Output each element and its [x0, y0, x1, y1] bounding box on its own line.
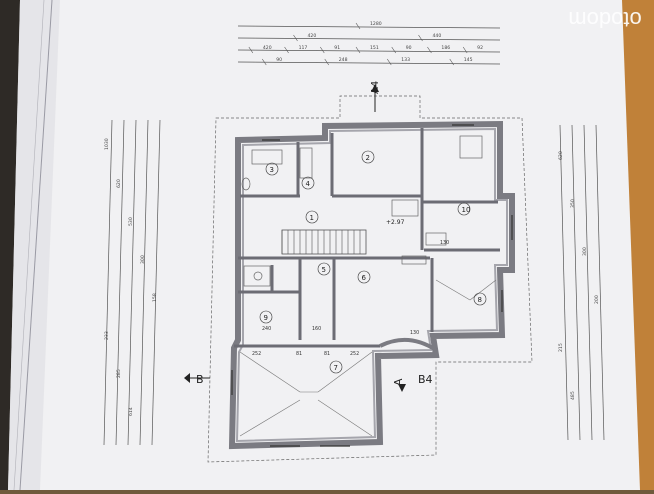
dimension-tick — [262, 58, 267, 66]
room-circle — [357, 270, 371, 284]
section-arrows — [184, 84, 406, 392]
room-number: 6 — [362, 274, 367, 282]
dimension-label: 133 — [401, 57, 410, 63]
dimension-tick — [355, 22, 361, 30]
section-marker-bottom-b: B4 — [418, 373, 433, 386]
room-circle — [259, 310, 273, 324]
dimension-label: 233 — [104, 331, 110, 340]
dimension-tick — [284, 46, 289, 54]
room-circle — [457, 202, 471, 216]
dimension-label: 620 — [558, 151, 564, 160]
room-number: 2 — [366, 154, 370, 162]
top-dimension-lines — [237, 25, 501, 65]
inner-dimension-label: 81 — [324, 351, 330, 357]
dimension-label: 92 — [477, 45, 483, 51]
dimension-label: 530 — [128, 217, 134, 226]
dimension-label: 420 — [308, 33, 317, 39]
dimension-label: 145 — [464, 57, 473, 63]
room-circle — [317, 262, 331, 276]
dimension-label: 485 — [570, 391, 576, 400]
inner-dimension-label: 130 — [410, 330, 419, 336]
inner-dimension-label: 160 — [312, 326, 321, 332]
dimension-tick — [248, 46, 254, 54]
left-dimension-labels: 1030 620 530 300 158 233 285 614 — [104, 138, 158, 416]
dimension-tick — [324, 58, 329, 66]
dimension-label: 420 — [263, 45, 272, 51]
right-dimension-labels: 620 350 300 200 215 485 — [558, 151, 600, 400]
dimension-label: 91 — [334, 45, 340, 51]
inner-dimension-label: 252 — [350, 351, 359, 357]
dimension-tick — [320, 46, 325, 54]
room-number: 9 — [264, 314, 268, 322]
dimension-label: 1280 — [370, 21, 382, 27]
dimension-tick — [293, 34, 298, 42]
room-number: 7 — [334, 364, 338, 372]
dimension-label: 614 — [128, 407, 134, 416]
room-circle — [329, 360, 343, 374]
level-mark: +2.97 — [386, 219, 405, 226]
room-number: 10 — [462, 206, 471, 214]
dimension-label: 248 — [339, 57, 348, 63]
room-circle — [305, 210, 319, 224]
dimension-label: 300 — [582, 247, 588, 256]
dimension-label: 350 — [570, 199, 576, 208]
section-marker-left: B — [196, 373, 204, 386]
room-circle — [361, 150, 375, 164]
dimension-label: 300 — [140, 255, 146, 264]
ceiling-lines — [239, 279, 497, 437]
room-circle — [301, 176, 315, 190]
dimension-tick — [427, 46, 432, 54]
interior-walls — [234, 128, 500, 348]
dimension-label: 117 — [299, 45, 308, 51]
staircase — [281, 229, 367, 255]
section-marker-top-a: A4 — [370, 81, 381, 94]
window-marks — [231, 124, 513, 447]
section-marker-bottom-a: A — [392, 378, 405, 386]
dimension-tick — [355, 46, 361, 54]
stair-outline — [281, 229, 367, 255]
room-numbers: 1 2 3 4 5 6 7 8 9 10 — [259, 150, 487, 374]
otodom-watermark: otodom — [568, 7, 642, 32]
dimension-label: 90 — [276, 57, 282, 63]
dimension-label: 440 — [433, 33, 442, 39]
inner-dimension-label: 252 — [252, 351, 261, 357]
dimension-label: 285 — [116, 369, 122, 378]
dimension-label: 200 — [594, 295, 600, 304]
room-number: 1 — [310, 214, 314, 222]
room-number: 8 — [478, 296, 482, 304]
dimension-label: 186 — [441, 45, 450, 51]
dimension-label: 620 — [116, 179, 122, 188]
dimension-label: 158 — [152, 293, 158, 302]
exterior-walls — [228, 120, 515, 450]
room-number: 5 — [322, 266, 326, 274]
room-number: 4 — [306, 180, 311, 188]
dimension-tick — [418, 34, 423, 42]
bay-window — [379, 338, 438, 352]
dimension-tick — [391, 46, 396, 54]
inner-dimension-label: 130 — [440, 240, 449, 246]
dimension-tick — [449, 58, 454, 66]
fixtures — [241, 135, 483, 287]
left-dimension-lines — [103, 119, 161, 446]
dimension-label: 215 — [558, 343, 564, 352]
roof-outline — [207, 95, 533, 463]
dimension-tick — [462, 46, 468, 54]
room-circle — [265, 162, 279, 176]
dimension-label: 1030 — [104, 138, 110, 150]
room-number: 3 — [270, 166, 274, 174]
right-dimension-lines — [559, 124, 605, 441]
top-dimension-ticks — [248, 22, 468, 66]
inner-dimension-label: 81 — [296, 351, 302, 357]
dimension-tick — [387, 58, 392, 66]
dimension-label: 90 — [406, 45, 412, 51]
exterior-wall-inner — [235, 127, 508, 443]
inner-dimension-label: 240 — [262, 326, 271, 332]
dimension-label: 151 — [370, 45, 379, 51]
room-circle — [473, 292, 487, 306]
